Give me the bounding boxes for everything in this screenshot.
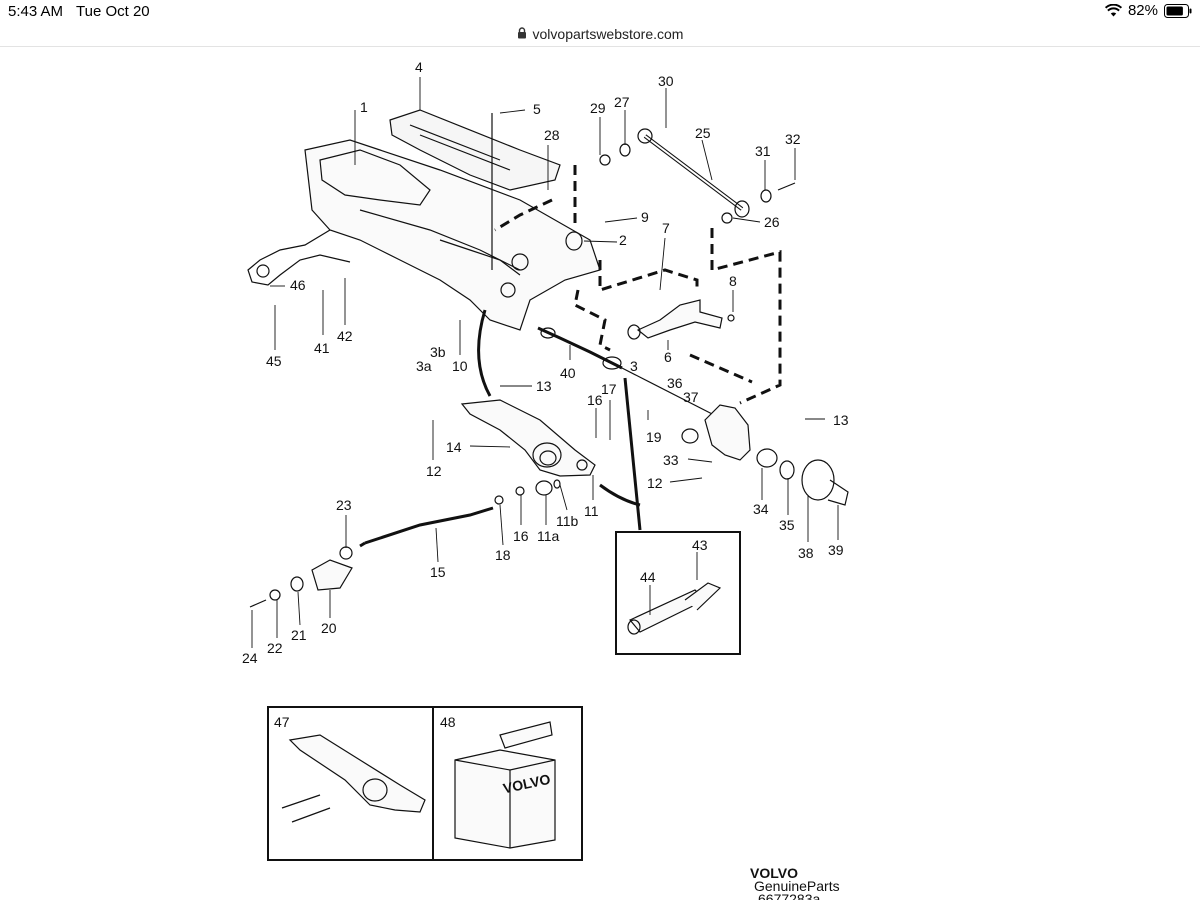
- battery-fill: [1166, 6, 1183, 15]
- battery-percent: 82%: [1127, 2, 1158, 19]
- callout-label: 46: [290, 277, 306, 293]
- callout-label: 34: [753, 501, 769, 517]
- callout-label: 7: [662, 220, 670, 236]
- callout-label: 37: [683, 389, 699, 405]
- callout-label: 38: [798, 545, 814, 561]
- wifi-icon: [1104, 4, 1122, 17]
- callout-label: 45: [266, 353, 282, 369]
- status-time: 5:43 AM: [8, 3, 64, 20]
- callout-label: 23: [336, 497, 352, 513]
- callout-label: 27: [614, 94, 630, 110]
- callout-label: 35: [779, 517, 795, 533]
- callout-label: 33: [663, 452, 679, 468]
- callout-label: 3: [630, 358, 638, 374]
- callout-label: 12: [647, 475, 663, 491]
- callout-label: 11b: [556, 513, 579, 529]
- callout-label: 12: [426, 463, 442, 479]
- callout-label: 5: [533, 101, 541, 117]
- callout-label: 42: [337, 328, 353, 344]
- diagram-artwork: [247, 77, 849, 861]
- callout-label: 21: [291, 627, 307, 643]
- callout-label: 31: [755, 143, 771, 159]
- callout-label: 16: [513, 528, 529, 544]
- callout-label: 13: [536, 378, 552, 394]
- callout-label: 8: [729, 273, 737, 289]
- lock-icon: [517, 26, 527, 42]
- callout-label: 24: [242, 650, 258, 666]
- callout-label: 11a: [537, 528, 560, 544]
- callout-label: 4: [415, 59, 423, 75]
- callout-label: 19: [646, 429, 662, 445]
- callout-label: 3b: [430, 344, 446, 360]
- status-indicators: 82%: [1104, 2, 1192, 19]
- callout-label: 1: [360, 99, 368, 115]
- callout-label: 28: [544, 127, 560, 143]
- battery-icon: [1164, 3, 1192, 18]
- callout-label: 40: [560, 365, 576, 381]
- callout-label: 43: [692, 537, 708, 553]
- callout-label: 29: [590, 100, 606, 116]
- callout-label: 36: [667, 375, 683, 391]
- callout-labels: 1 4 5 28 29 27 30 25 31 32 9 26 2 7 8 46…: [242, 59, 849, 730]
- callout-label: 25: [695, 125, 711, 141]
- callout-label: 11: [584, 503, 599, 519]
- callout-label: 26: [764, 214, 780, 230]
- callout-label: 39: [828, 542, 844, 558]
- callout-label: 16: [587, 392, 603, 408]
- genuine-parts: GenuineParts: [754, 878, 840, 894]
- callout-label: 6: [664, 349, 672, 365]
- callout-label: 48: [440, 714, 456, 730]
- url-text[interactable]: volvopartswebstore.com: [532, 26, 684, 42]
- catalog-code: 6677283a: [758, 891, 821, 900]
- callout-label: 22: [267, 640, 283, 656]
- callout-label: 47: [274, 714, 290, 730]
- callout-label: 2: [619, 232, 627, 248]
- callout-label: 20: [321, 620, 337, 636]
- status-bar: 5:43 AM Tue Oct 20 82%: [0, 0, 1200, 24]
- callout-label: 44: [640, 569, 656, 585]
- callout-label: 32: [785, 131, 801, 147]
- callout-label: 9: [641, 209, 649, 225]
- url-bar[interactable]: volvopartswebstore.com: [0, 22, 1200, 46]
- callout-label: 18: [495, 547, 511, 563]
- callout-label: 30: [658, 73, 674, 89]
- callout-label: 41: [314, 340, 330, 356]
- callout-label: 17: [601, 381, 617, 397]
- callout-label: 15: [430, 564, 446, 580]
- callout-label: 3a: [416, 358, 432, 374]
- status-date: Tue Oct 20: [76, 3, 150, 20]
- callout-label: 13: [833, 412, 849, 428]
- browser-divider: [0, 46, 1200, 47]
- volvo-brand: VOLVO: [750, 865, 798, 881]
- callout-label: 10: [452, 358, 468, 374]
- callout-label: 14: [446, 439, 462, 455]
